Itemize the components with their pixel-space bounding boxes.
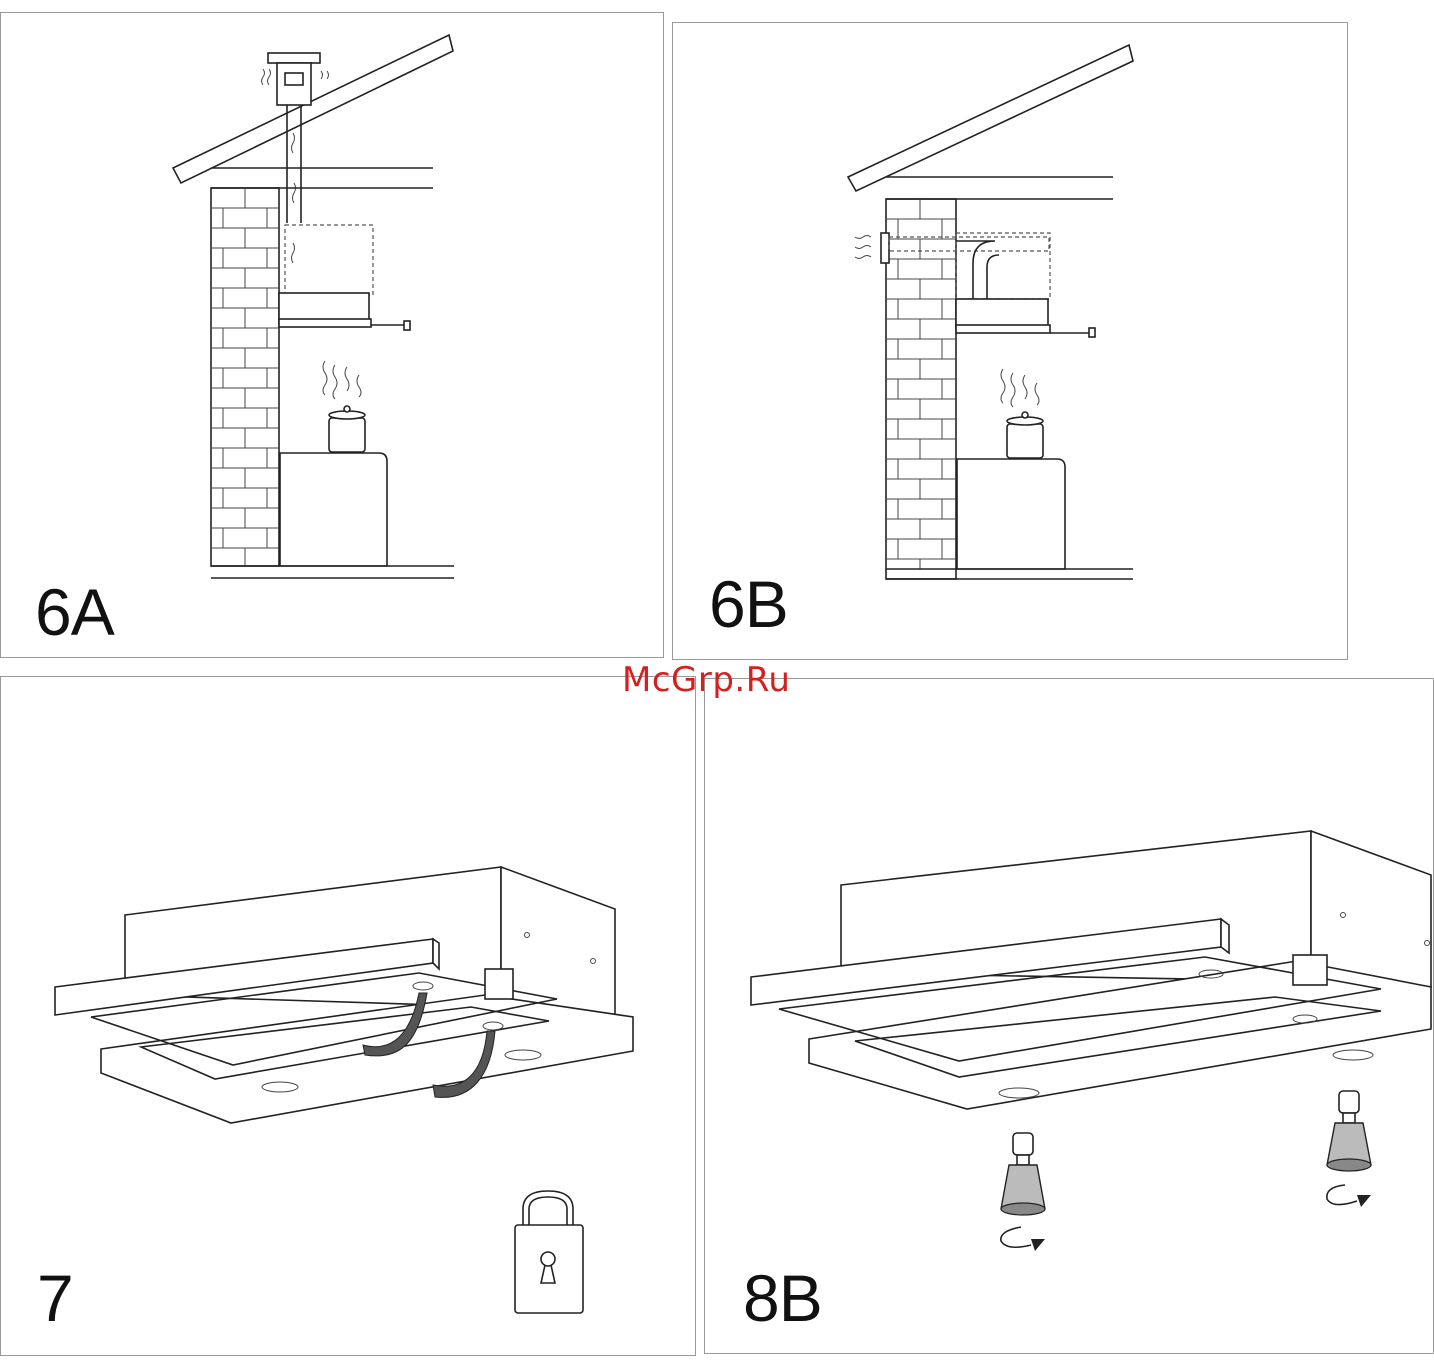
- exhaust-air: [855, 236, 871, 259]
- rotate-arrow-icon: [1327, 1185, 1357, 1205]
- watermark: McGrp.Ru: [622, 660, 790, 700]
- panel-7: 7: [0, 676, 696, 1356]
- wall-cabinet: [285, 225, 373, 295]
- filter-removal-diagram: [1, 677, 697, 1357]
- panel-6b: 6B: [672, 22, 1348, 660]
- roof: [848, 45, 1133, 191]
- cooking-pot: [329, 418, 365, 452]
- halogen-bulb-icon: [1327, 1091, 1371, 1171]
- cooking-pot: [1007, 424, 1043, 458]
- duct-through-roof-diagram: [1, 13, 665, 659]
- hood-underside: [101, 995, 633, 1123]
- figure-label-6b: 6B: [709, 571, 788, 637]
- steam: [323, 361, 361, 399]
- rotate-arrow-icon: [1001, 1227, 1031, 1247]
- figure-label-6a: 6A: [35, 579, 114, 645]
- figure-label-8b: 8B: [743, 1265, 822, 1331]
- figure-label-7: 7: [37, 1265, 73, 1331]
- halogen-bulb-icon: [1001, 1133, 1045, 1215]
- stove: [957, 459, 1065, 569]
- chimney-cap: [268, 53, 320, 63]
- padlock-icon: [515, 1191, 583, 1313]
- panel-6a: 6A: [0, 12, 664, 658]
- lamp-replacement-diagram: [705, 679, 1434, 1355]
- steam: [1001, 369, 1039, 407]
- chimney: [277, 63, 311, 105]
- brick-wall: [886, 199, 956, 579]
- stove: [280, 453, 387, 566]
- duct-through-wall-diagram: [673, 23, 1349, 661]
- panel-8b: 8B: [704, 678, 1434, 1354]
- wall-cabinet: [956, 233, 1050, 299]
